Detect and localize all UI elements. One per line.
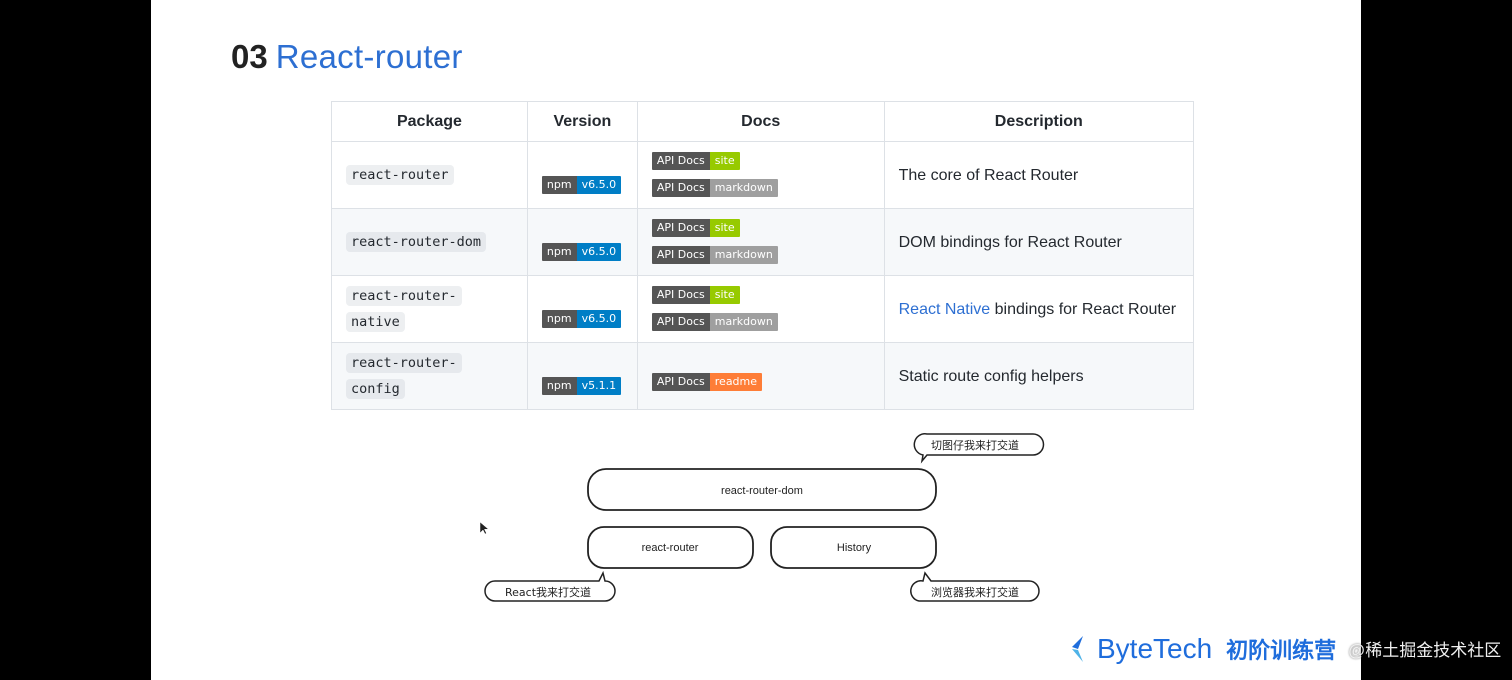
- npm-badge-label: npm: [541, 176, 577, 194]
- description-cell: DOM bindings for React Router: [883, 208, 1195, 276]
- speech-bubble-right: [910, 571, 1040, 602]
- speech-bubble-left: [484, 570, 616, 602]
- badge-value: site: [709, 151, 740, 170]
- badge-label: API Docs: [651, 151, 710, 170]
- section-name: React-router: [275, 38, 463, 75]
- npm-badge-label: npm: [541, 310, 577, 328]
- column-header-description: Description: [883, 101, 1195, 142]
- npm-badge-version: v6.5.0: [576, 243, 622, 261]
- react-router-box-label: react-router: [642, 542, 699, 554]
- history-box-label: History: [837, 542, 872, 554]
- speech-bubble-left-text: React我来打交道: [505, 585, 591, 599]
- table-header-row: Package Version Docs Description: [331, 101, 1195, 142]
- badge-value: markdown: [709, 245, 778, 264]
- package-name-line1: react-router-: [346, 353, 462, 373]
- package-name-line2: config: [346, 379, 405, 399]
- badge-value: markdown: [709, 178, 778, 197]
- npm-badge-version: v6.5.0: [576, 176, 622, 194]
- badge-value: markdown: [709, 312, 778, 331]
- description-cell: The core of React Router: [883, 141, 1195, 209]
- badge-label: API Docs: [651, 285, 710, 304]
- speech-bubble-right-text: 浏览器我来打交道: [931, 585, 1019, 599]
- badge-label: API Docs: [651, 312, 710, 331]
- column-header-version: Version: [526, 101, 638, 142]
- description-cell: Static route config helpers: [883, 342, 1195, 410]
- package-name: react-router-dom: [346, 231, 487, 252]
- brand-logo: ByteTech 初阶训练营: [1069, 633, 1336, 665]
- package-cell: react-router- native: [331, 275, 528, 343]
- brand-program: 初阶训练营: [1226, 638, 1337, 663]
- history-box: [770, 526, 937, 569]
- package-cell: react-router- config: [331, 342, 528, 410]
- packages-table: Package Version Docs Description react-r…: [331, 101, 1195, 410]
- package-name-line1: react-router-: [346, 286, 462, 306]
- package-name-line2: native: [346, 312, 405, 332]
- badge-value: site: [709, 218, 740, 237]
- package-cell: react-router: [331, 141, 528, 209]
- npm-badge-version: v5.1.1: [576, 377, 622, 395]
- badge-value: site: [709, 285, 740, 304]
- badge-label: API Docs: [651, 372, 710, 391]
- bytetech-logo-icon: [1072, 636, 1083, 662]
- description-cell: React Native bindings for React Router: [883, 275, 1195, 343]
- column-header-docs: Docs: [636, 101, 885, 142]
- description-text: bindings for React Router: [990, 300, 1177, 318]
- react-native-link[interactable]: React Native: [898, 300, 991, 318]
- badge-value: readme: [709, 372, 763, 391]
- speech-bubble-top-text: 切图仔我来打交道: [931, 438, 1019, 452]
- badge-label: API Docs: [651, 245, 710, 264]
- badge-label: API Docs: [651, 218, 710, 237]
- package-name: react-router: [346, 164, 454, 185]
- npm-badge-version: v6.5.0: [576, 310, 622, 328]
- react-router-dom-box-label: react-router-dom: [721, 485, 803, 497]
- npm-badge-label: npm: [541, 377, 577, 395]
- badge-label: API Docs: [651, 178, 710, 197]
- brand-name: ByteTech: [1097, 633, 1213, 664]
- react-router-box: [587, 526, 754, 569]
- architecture-diagram: react-router-dom react-router History 切图…: [479, 433, 1045, 602]
- npm-badge-label: npm: [541, 243, 577, 261]
- column-header-package: Package: [331, 101, 528, 142]
- section-number: 03: [231, 38, 268, 75]
- watermark: @稀土掘金技术社区: [1348, 641, 1502, 660]
- react-router-dom-box: [587, 468, 937, 511]
- speech-bubble-top: [913, 433, 1045, 464]
- mouse-cursor-icon: [479, 521, 490, 535]
- package-cell: react-router-dom: [331, 208, 528, 276]
